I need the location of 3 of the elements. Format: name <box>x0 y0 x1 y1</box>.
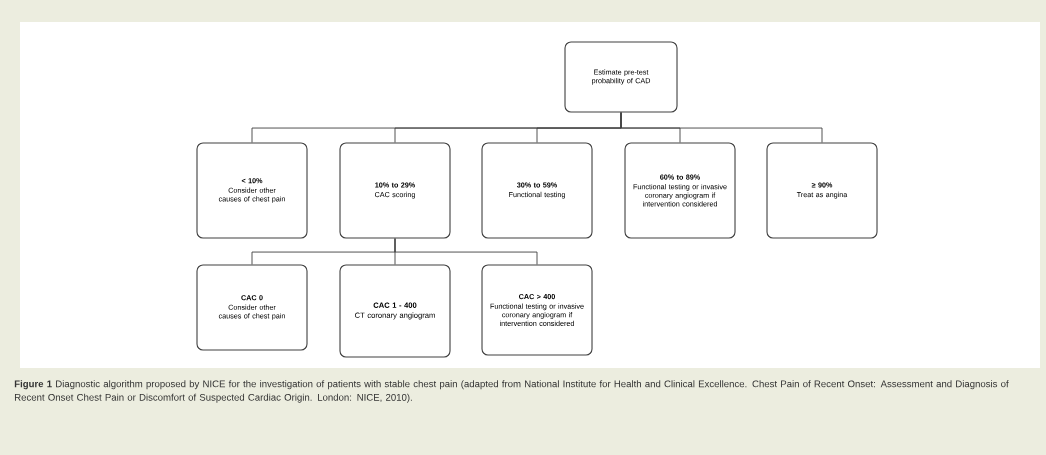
caption: Figure 1 Diagnostic algorithm proposed by NICE for the investigation of patients with stable chest pain (adapted from National Institute for Health and Clinical Excellence. Chest Pain of Recent Onset: Assessment and Diagnosis of Recent Onset Chest Pain or Discomfort of Suspected Cardiac Origin. London: NICE, 2010). <box>14 380 1009 403</box>
connector-line <box>620 112 823 143</box>
connector-line <box>394 238 538 265</box>
